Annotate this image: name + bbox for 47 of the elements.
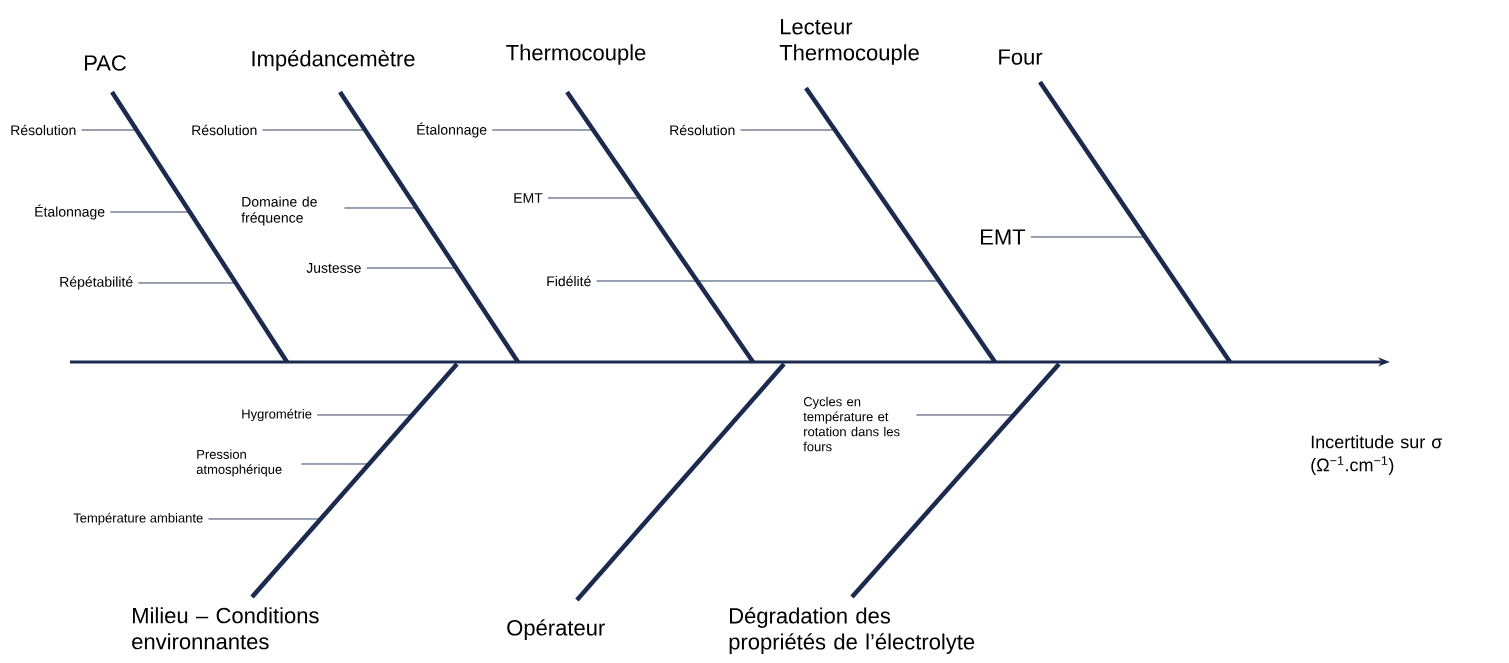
cause-label: Température ambiante [73, 512, 203, 526]
category-label: Dégradation des propriétés de l’électrolyte [729, 607, 975, 654]
category-label: Thermocouple [506, 44, 646, 65]
branch-line [596, 280, 940, 282]
bone-line [110, 90, 289, 364]
category-label: Opérateur [507, 619, 605, 640]
cause-label: Étalonnage [417, 122, 487, 138]
category-label: Impédancemètre [252, 50, 415, 71]
branch-line [547, 197, 641, 199]
cause-label: Pression atmosphérique [196, 449, 282, 477]
branch-line [740, 129, 836, 131]
cause-label: Résolution [192, 124, 257, 136]
branch-line [137, 282, 237, 284]
bone-line [338, 90, 520, 364]
cause-label: Étalonnage [35, 204, 105, 220]
cause-label: Cycles en température et rotation dans les fours [803, 396, 900, 452]
category-label: Lecteur Thermocouple [779, 19, 919, 65]
category-label: PAC [85, 55, 126, 71]
cause-label: Résolution [670, 124, 735, 136]
cause-label: EMT [981, 229, 1026, 245]
category-label: Four [999, 49, 1043, 65]
cause-label: Hygrométrie [242, 408, 312, 422]
cause-label: Justesse [306, 263, 361, 273]
branch-line [262, 129, 366, 131]
branch-line [343, 207, 417, 209]
cause-label: EMT [514, 193, 543, 203]
branch-line [316, 414, 413, 416]
effect-label: Incertitude sur σ (Ω$^{−1}$.cm$^{−1}$) [1311, 435, 1443, 475]
bone-line [575, 362, 786, 602]
branch-line [491, 129, 594, 131]
bone-line [1038, 80, 1232, 364]
bone-line [565, 90, 755, 364]
branch-line [300, 463, 370, 465]
branch-line [81, 129, 138, 131]
cause-label: Fidélité [547, 275, 591, 287]
branch-line [208, 518, 322, 520]
branch-line [915, 414, 1015, 416]
category-label: Milieu – Conditions environnantes [132, 607, 319, 650]
bone-line [850, 362, 1061, 599]
branch-line [109, 211, 191, 213]
cause-label: Domaine de fréquence [241, 196, 317, 226]
cause-label: Répétabilité [60, 276, 133, 290]
branch-line [1030, 236, 1146, 238]
bone-line [804, 86, 997, 364]
cause-label: Résolution [11, 124, 76, 136]
bone-line [250, 362, 459, 599]
branch-line [366, 267, 457, 269]
